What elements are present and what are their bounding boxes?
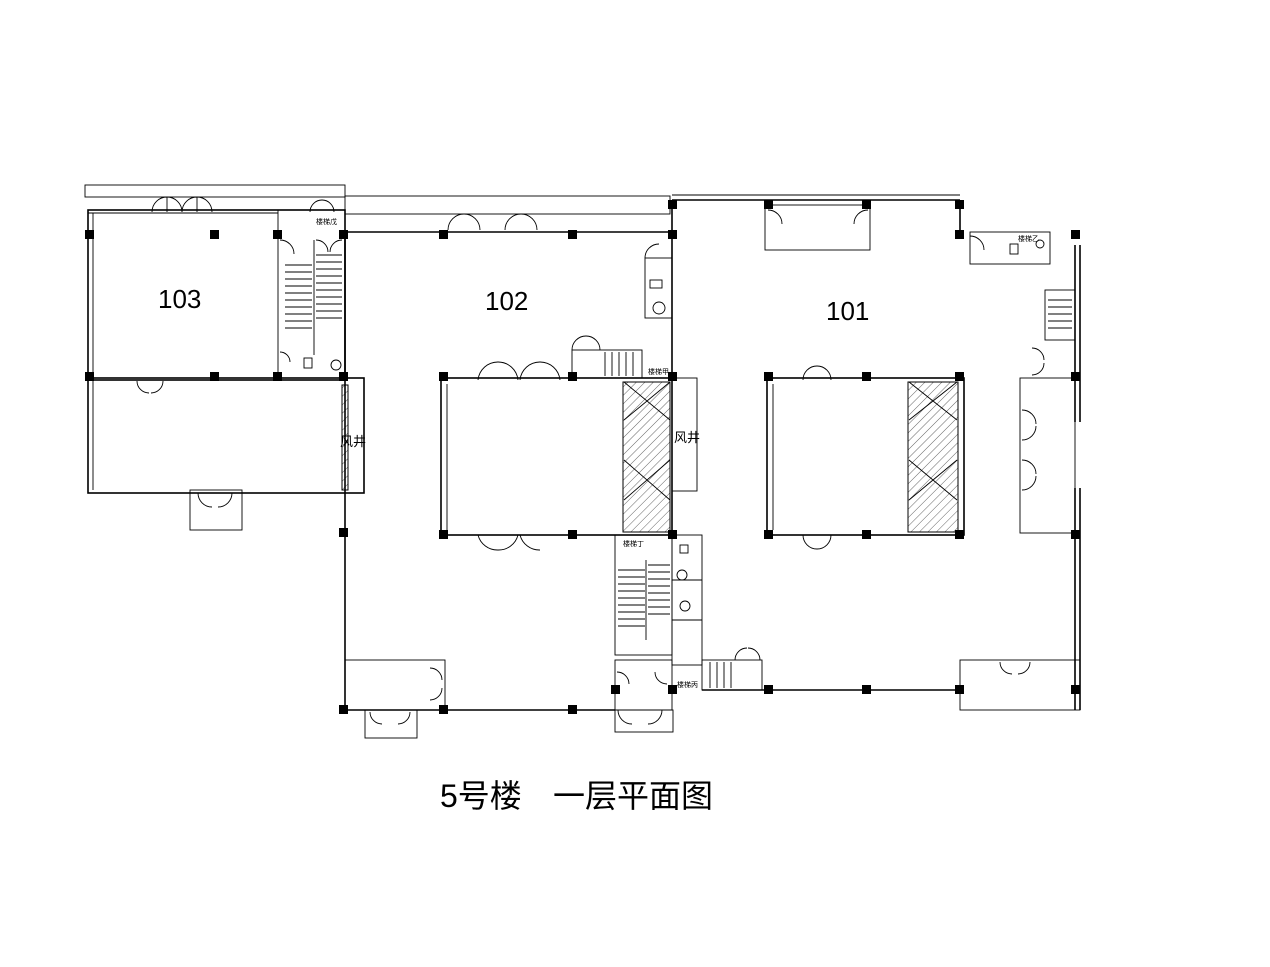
- block-101: [668, 194, 1081, 711]
- room-label-101: 101: [826, 296, 869, 326]
- stair-label-a: 楼梯甲: [648, 367, 669, 376]
- room-label-102: 102: [485, 286, 528, 316]
- drawing-caption-building: 5号楼: [440, 778, 522, 814]
- stair-label-b: 楼梯乙: [1018, 234, 1039, 243]
- wind-shaft-label-left: 风井: [340, 434, 366, 449]
- block-102: [339, 195, 698, 739]
- wind-shaft-label-right: 风井: [674, 430, 700, 445]
- stair-label-e: 楼梯戊: [316, 217, 337, 226]
- block-103: [84, 184, 365, 537]
- room-label-103: 103: [158, 284, 201, 314]
- stair-label-c: 楼梯丙: [677, 680, 698, 689]
- toilet-block: [671, 534, 703, 666]
- drawing-caption-floor: 一层平面图: [553, 778, 713, 814]
- stair-label-d: 楼梯丁: [623, 539, 644, 548]
